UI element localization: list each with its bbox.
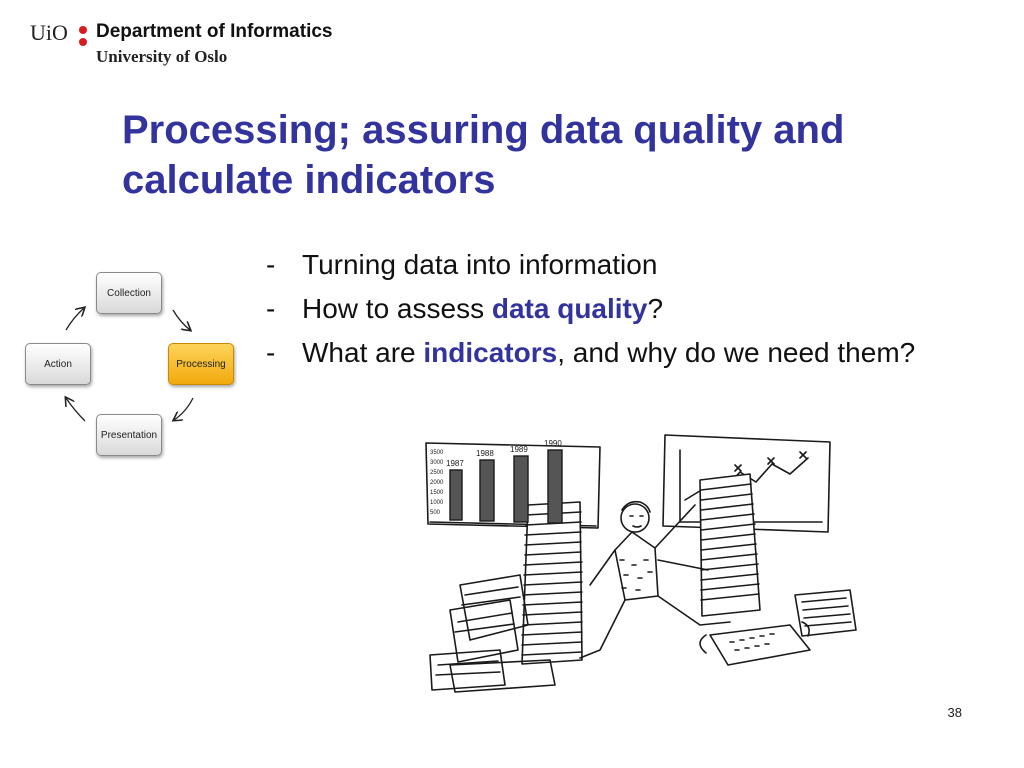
cycle-node-collection: Collection xyxy=(96,272,162,314)
bullet-text-after: ? xyxy=(647,293,664,324)
page-number: 38 xyxy=(947,705,962,720)
department-name: Department of Informatics xyxy=(96,21,333,42)
chart-bar xyxy=(449,469,463,521)
chart-y-tick: 2000 xyxy=(430,480,444,486)
bullet-text: What are xyxy=(302,337,424,368)
chart-bar xyxy=(513,455,529,523)
chart-bar xyxy=(479,459,495,522)
typewriter xyxy=(699,621,811,666)
chart-year-label: 1988 xyxy=(476,449,494,458)
bullet-text: How to assess xyxy=(302,293,492,324)
paper-stack-right xyxy=(699,473,761,617)
bullet-text: Turning data into information xyxy=(302,249,658,280)
loose-sheets xyxy=(794,589,857,637)
chart-y-tick: 1000 xyxy=(430,500,444,506)
bullet-item: -What are indicators, and why do we need… xyxy=(262,336,982,370)
chart-bar xyxy=(547,449,563,524)
arrow-presentation-to-action xyxy=(66,398,86,422)
bullet-list: -Turning data into information -How to a… xyxy=(262,248,982,380)
logo-dot-top xyxy=(79,26,87,34)
slide-title: Processing; assuring data quality and ca… xyxy=(122,108,845,202)
bullet-dash: - xyxy=(266,337,276,368)
chart-year-label: 1990 xyxy=(544,439,562,448)
cycle-node-processing: Processing xyxy=(168,343,234,385)
arrow-action-to-collection xyxy=(65,308,84,331)
uio-colon-mark xyxy=(79,26,89,48)
notebook xyxy=(449,659,556,693)
university-name: University of Oslo xyxy=(96,47,228,66)
chart-y-tick: 3000 xyxy=(430,460,444,466)
bullet-text-after: , and why do we need them? xyxy=(557,337,916,368)
chart-y-tick: 1500 xyxy=(430,490,444,496)
bullet-highlight: indicators xyxy=(423,337,558,368)
bullet-highlight: data quality xyxy=(491,293,648,324)
bullet-item: -Turning data into information xyxy=(262,248,982,282)
wall-chart-board xyxy=(662,434,831,533)
chart-y-tick: 2500 xyxy=(430,470,444,476)
chart-board xyxy=(425,442,601,529)
chart-year-label: 1987 xyxy=(446,459,464,468)
chart-y-tick: 3500 xyxy=(430,450,444,456)
paper-stack-left xyxy=(521,501,583,665)
cycle-node-action: Action xyxy=(25,343,91,385)
bullet-dash: - xyxy=(266,293,276,324)
logo-dot-bottom xyxy=(79,38,87,46)
paperwork-cartoon-illustration: 1987 1988 1989 1990 3500 3000 2500 2000 … xyxy=(425,434,857,693)
bullet-dash: - xyxy=(266,249,276,280)
fallen-papers xyxy=(429,574,529,691)
cycle-arrows xyxy=(0,0,194,480)
chart-y-tick: 500 xyxy=(430,510,441,516)
overwhelmed-person xyxy=(579,500,731,659)
chart-year-label: 1989 xyxy=(510,445,528,454)
uio-wordmark: UiO xyxy=(30,20,68,45)
cycle-node-presentation: Presentation xyxy=(96,414,162,456)
bullet-item: -How to assess data quality? xyxy=(262,292,982,326)
arrow-collection-to-processing xyxy=(172,309,190,330)
arrow-processing-to-presentation xyxy=(174,397,194,420)
